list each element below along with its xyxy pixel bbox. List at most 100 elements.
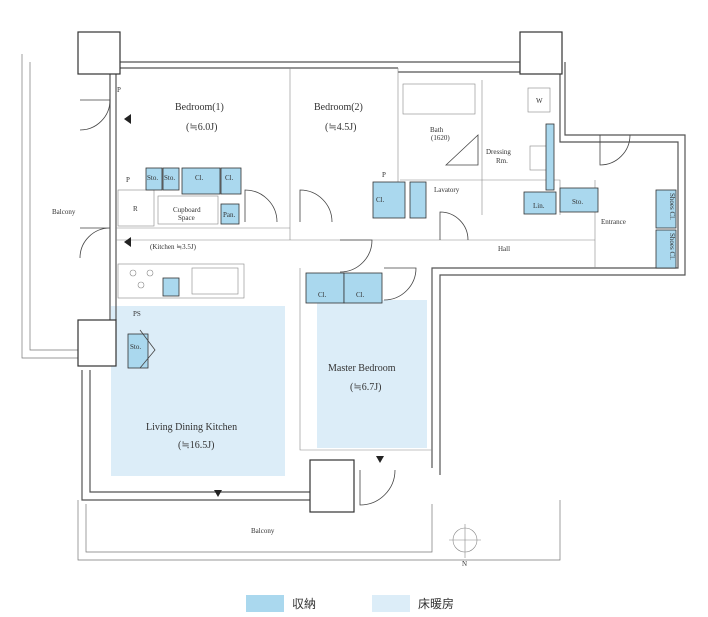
balcony-bottom-name: Balcony (251, 527, 275, 535)
bedroom1-name: Bedroom(1) (175, 102, 224, 113)
balcony-bottom-inner (85, 504, 433, 553)
legend-label-heating: 床暖房 (418, 596, 455, 611)
pan-label: Pan. (223, 211, 236, 219)
storage-closet-2 (220, 167, 242, 195)
sto-label-3: Sto. (572, 198, 583, 206)
dressing-storage (545, 123, 555, 191)
legend-swatch-heating (372, 594, 411, 612)
storage-sto-entrance (559, 187, 599, 213)
stove-burner-1 (129, 269, 137, 277)
bedroom2-name: Bedroom(2) (314, 102, 363, 113)
legend: 収納 床暖房 (246, 594, 454, 612)
column-s (309, 459, 355, 513)
sto-label-1: Sto. (147, 174, 158, 182)
partition-master (299, 268, 432, 451)
window-marker-2 (124, 237, 131, 247)
floor-heating-ldk-upper (168, 306, 284, 396)
legend-label-storage: 収納 (292, 596, 317, 611)
bedroom1-size: (≒6.0J) (186, 122, 217, 133)
ps-label: PS (133, 310, 141, 318)
floor-plan: N Bedroom(1) (≒6.0J) Bedroom(2) (≒4.5J) … (21, 31, 686, 568)
storage-closet-bed2 (372, 181, 406, 219)
shoes-label-2: Shoes Cl. (668, 233, 676, 260)
cupboard-label: Cupboard (173, 206, 201, 214)
washer-label: W (536, 97, 543, 105)
bedroom2-size: (≒4.5J) (325, 122, 356, 133)
storage-closet-1 (181, 167, 221, 195)
door-balcony-2 (79, 227, 111, 259)
door-master-balcony (359, 469, 396, 506)
door-bedroom1 (244, 189, 278, 223)
window-marker-4 (376, 456, 384, 463)
storage-closet-master-1 (305, 272, 345, 304)
shoes-closet-2 (655, 229, 677, 269)
stove-burner-3 (137, 281, 145, 289)
kitchen-name: (Kitchen ≒3.5J) (150, 243, 197, 251)
bathtub (402, 83, 476, 115)
sto-label-4: Sto. (130, 343, 141, 351)
sto-label-2: Sto. (164, 174, 175, 182)
pipe-label-2: P (126, 176, 130, 184)
lin-label: Lin. (533, 202, 545, 210)
storage-linen (523, 191, 557, 215)
balcony-left-inner (29, 62, 78, 351)
compass-label: N (462, 560, 467, 568)
cl-label-1: Cl. (195, 174, 204, 182)
bath-size: (1620) (431, 134, 450, 142)
cl-label-5: Cl. (356, 291, 365, 299)
door-bedroom2 (299, 189, 333, 223)
pipe-label-1: P (117, 86, 121, 94)
cl-label-2: Cl. (225, 174, 234, 182)
hall-name: Hall (498, 245, 510, 253)
lavatory-name: Lavatory (434, 186, 460, 194)
door-lavatory (439, 211, 469, 241)
ldk-name: Living Dining Kitchen (146, 422, 237, 433)
dressing-name: Dressing (486, 148, 511, 156)
door-bath (444, 134, 479, 166)
master-name: Master Bedroom (328, 363, 396, 374)
east-wall (439, 62, 686, 475)
storage-closet-master-2 (343, 272, 383, 304)
cupboard-space (157, 195, 219, 225)
door-hall (339, 239, 373, 273)
storage-sto-2 (162, 167, 180, 191)
east-wall-inner (431, 70, 679, 468)
compass-cross (449, 524, 481, 558)
cupboard-label-2: Space (178, 214, 195, 222)
entrance-name: Entrance (601, 218, 626, 226)
column-nw (77, 31, 121, 75)
floor-heating-master (317, 300, 427, 448)
column-ne (519, 31, 563, 75)
storage-sto-ldk (127, 333, 149, 369)
window-marker-1 (124, 114, 131, 124)
dressing-name-2: Rm. (496, 157, 508, 165)
pipe-label-3: P (382, 171, 386, 179)
balcony-left-outline (21, 54, 78, 359)
kitchen-storage (162, 277, 180, 297)
storage-sto-1 (145, 167, 163, 191)
kitchen-counter (117, 263, 245, 299)
balcony-bottom-outline (77, 500, 561, 561)
master-size: (≒6.7J) (350, 382, 381, 393)
window-marker-3 (214, 490, 222, 497)
kitchen-sink (191, 267, 239, 295)
door-sto-ldk (139, 329, 156, 369)
bath-name: Bath (430, 126, 444, 134)
washer-space (527, 87, 551, 113)
balcony-left-name: Balcony (52, 208, 76, 216)
shoes-closet-1 (655, 189, 677, 229)
south-west-wall (81, 370, 310, 501)
lavatory-storage (409, 181, 427, 219)
door-entrance (599, 134, 631, 166)
ldk-size: (≒16.5J) (178, 440, 214, 451)
refrigerator-space (117, 189, 155, 227)
fridge-label: R (133, 205, 138, 213)
shoes-label-1: Shoes Cl. (668, 193, 676, 220)
legend-swatch-storage (246, 594, 284, 612)
storage-pantry (220, 203, 240, 225)
north-wall (120, 61, 521, 73)
door-balcony-1 (79, 99, 111, 131)
south-west-wall-inner (89, 370, 310, 493)
cl-label-4: Cl. (318, 291, 327, 299)
column-w (77, 319, 117, 367)
